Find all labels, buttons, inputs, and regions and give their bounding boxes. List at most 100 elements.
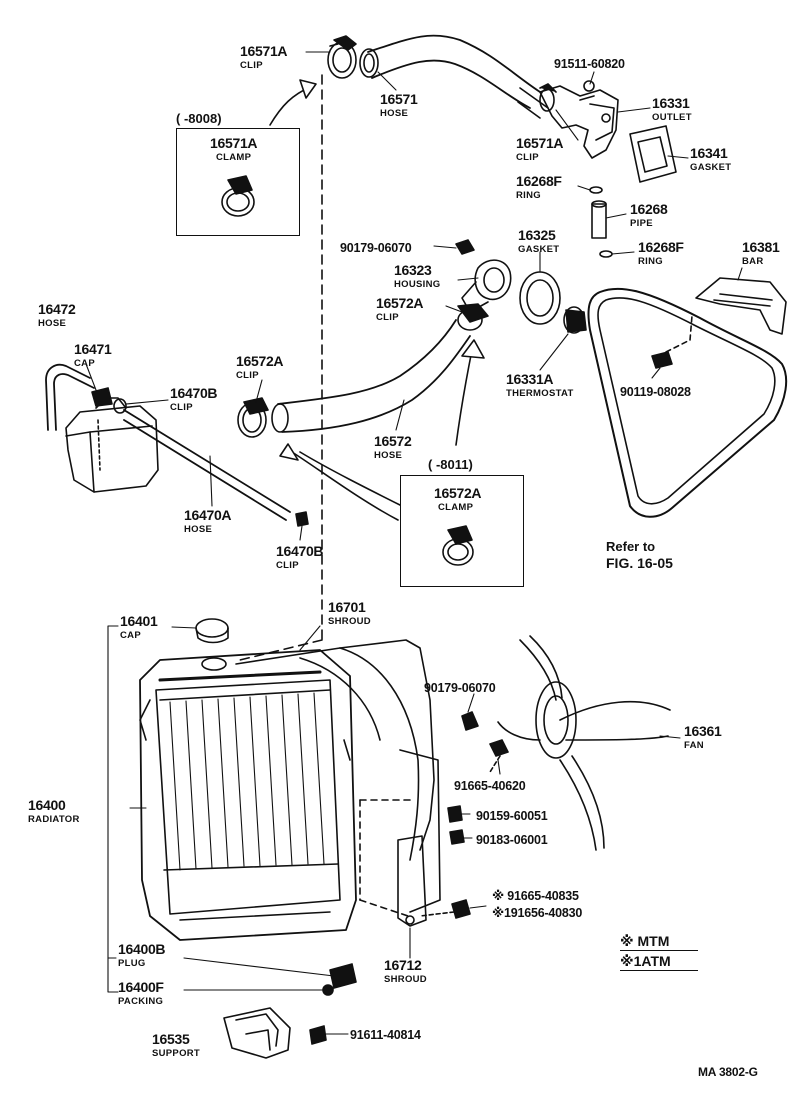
label-16268F-a: 16268F RING [516, 174, 562, 201]
nut-90179-top [455, 239, 475, 255]
part-number: 91611-40814 [350, 1028, 421, 1042]
label-90183-06001: 90183-06001 [476, 832, 548, 848]
packing-16400F [322, 984, 334, 996]
part-name: CLIP [376, 312, 399, 323]
label-16331A: 16331A THERMOSTAT [506, 372, 574, 399]
clip-16572A-mid [237, 397, 269, 438]
part-number: 16712 [384, 957, 422, 973]
part-number: 16572A [236, 353, 284, 369]
label-16572: 16572 HOSE [374, 433, 412, 461]
bolt-90119 [651, 315, 693, 369]
radiator-16400 [139, 649, 357, 941]
label-91511-60820: 91511-60820 [554, 56, 625, 72]
label-16361: 16361 FAN [684, 724, 722, 751]
label-16471: 16471 CAP [74, 341, 112, 369]
inset-mid-num: 16572A [434, 485, 482, 501]
refer-note: Refer to FIG. 16-05 [606, 540, 673, 570]
label-16268F-b: 16268F RING [638, 240, 684, 267]
inset-top-name: CLAMP [216, 152, 252, 163]
label-16571A-top: 16571A CLIP [240, 43, 288, 71]
label-16325: 16325 GASKET [518, 228, 559, 255]
part-name: CLIP [236, 370, 259, 381]
part-number: 16400F [118, 979, 164, 995]
inset-mid-name: CLAMP [438, 502, 474, 513]
inset-box-mid [400, 475, 524, 587]
label-16323: 16323 HOUSING [394, 263, 440, 290]
label-16381: 16381 BAR [742, 240, 780, 267]
part-number: 90179-06070 [424, 681, 496, 695]
label-91665-40620: 91665-40620 [454, 778, 526, 794]
part-number: 16331 [652, 95, 690, 111]
part-name: CLIP [170, 402, 193, 413]
clamp-16572A-inset [442, 525, 474, 566]
label-16341: 16341 GASKET [690, 146, 731, 173]
part-number: 16401 [120, 613, 158, 629]
refer-line-1: Refer to [606, 539, 656, 554]
clip-16470B-a [113, 398, 127, 414]
label-16400F: 16400F PACKING [118, 980, 164, 1007]
bar-16381 [695, 277, 787, 335]
ring-16268F-b [599, 250, 613, 258]
part-name: HOSE [184, 524, 213, 535]
legend: ※ MTM ※1ATM [620, 934, 698, 971]
part-number: 16471 [74, 341, 112, 357]
part-number: 16572 [374, 433, 412, 449]
nut-90179-mid [461, 711, 479, 731]
bolt-91611 [309, 1025, 327, 1045]
bolt-91665-40620 [489, 739, 509, 773]
label-91665-40830: ※191656-40830 [492, 905, 582, 921]
part-number: 16572A [376, 295, 424, 311]
part-number: ※ 91665-40835 [492, 889, 579, 903]
pipe-16268 [591, 200, 607, 239]
part-name: CAP [120, 630, 141, 641]
label-16701: 16701 SHROUD [328, 600, 371, 627]
part-name: SHROUD [328, 616, 371, 627]
part-number: 16571A [516, 135, 564, 151]
part-name: THERMOSTAT [506, 388, 574, 399]
clip-16571A-mid [539, 83, 557, 112]
gasket-16341 [629, 125, 677, 183]
label-16470B-a: 16470B CLIP [170, 385, 218, 413]
label-16472: 16472 HOSE [38, 302, 76, 329]
gasket-16325 [519, 271, 561, 325]
part-number: 16400B [118, 941, 166, 957]
plug-16400B [329, 963, 357, 989]
part-name: GASKET [690, 162, 732, 173]
part-number: 16331A [506, 371, 554, 387]
part-number: 16571A [240, 43, 288, 59]
part-name: OUTLET [652, 112, 692, 123]
reserve-tank [65, 397, 159, 493]
label-90119-08028: 90119-08028 [620, 384, 691, 400]
part-name: RADIATOR [28, 814, 80, 825]
label-16470A: 16470A HOSE [184, 508, 232, 535]
radiator-cap-16401 [195, 618, 229, 644]
inset-top-part: 16571A CLAMP [210, 135, 258, 163]
part-number: 90119-08028 [620, 385, 691, 399]
label-16572A-mid: 16572A CLIP [236, 353, 284, 381]
fan-16361 [497, 635, 671, 851]
part-name: PIPE [630, 218, 653, 229]
part-name: CAP [74, 358, 95, 369]
label-16712: 16712 SHROUD [384, 958, 427, 985]
ring-16268F-a [589, 186, 603, 194]
part-number: 16268F [638, 239, 684, 255]
label-90179-top: 90179-06070 [340, 240, 412, 256]
inset-top-num: 16571A [210, 135, 258, 151]
leader-lines [85, 51, 743, 1035]
clip-16571A-top [327, 35, 357, 79]
part-number: 16571 [380, 91, 418, 107]
label-91611-40814: 91611-40814 [350, 1027, 421, 1043]
part-number: 16470B [170, 385, 218, 401]
part-number: 16268 [630, 201, 668, 217]
part-name: HOSE [374, 450, 403, 461]
inset-mid-range: ( -8011) [428, 457, 473, 472]
part-name: SHROUD [384, 974, 427, 985]
shroud-16701 [235, 639, 441, 917]
hose-16472 [45, 363, 95, 431]
clip-16572A-top [457, 303, 489, 331]
label-91665-40835: ※ 91665-40835 [492, 888, 579, 904]
label-16331: 16331 OUTLET [652, 96, 692, 123]
part-number: 90159-60051 [476, 809, 548, 823]
bolt-91665-40835 [419, 899, 471, 919]
